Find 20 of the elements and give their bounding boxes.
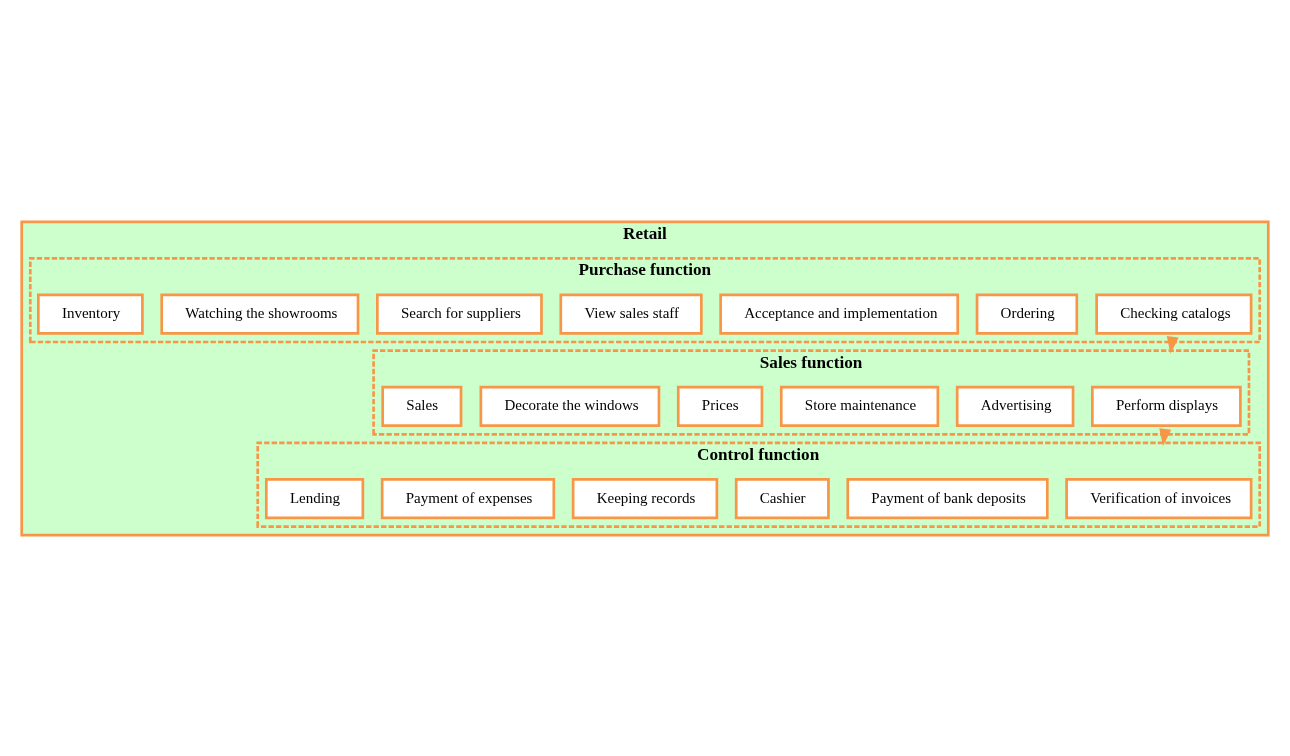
node-box: Checking catalogs (1095, 293, 1253, 335)
node-box: Acceptance and implementation (719, 293, 960, 335)
node-box: Verification of invoices (1065, 477, 1253, 519)
node-box: Decorate the windows (479, 385, 661, 427)
node-box: Ordering (975, 293, 1079, 335)
node-box: Prices (676, 385, 764, 427)
node-box: Store maintenance (779, 385, 940, 427)
node-box: Keeping records (571, 477, 719, 519)
node-box: Perform displays (1091, 385, 1242, 427)
node-box: Cashier (734, 477, 830, 519)
node-box: Sales (381, 385, 463, 427)
node-box: Watching the showrooms (160, 293, 360, 335)
node-box: Search for suppliers (376, 293, 543, 335)
arrow (1166, 335, 1179, 354)
node-box: View sales staff (559, 293, 703, 335)
node-box: Payment of expenses (380, 477, 556, 519)
node-box: Lending (264, 477, 365, 519)
node-box: Advertising (955, 385, 1075, 427)
node-box: Inventory (37, 293, 144, 335)
node-box: Payment of bank deposits (846, 477, 1049, 519)
